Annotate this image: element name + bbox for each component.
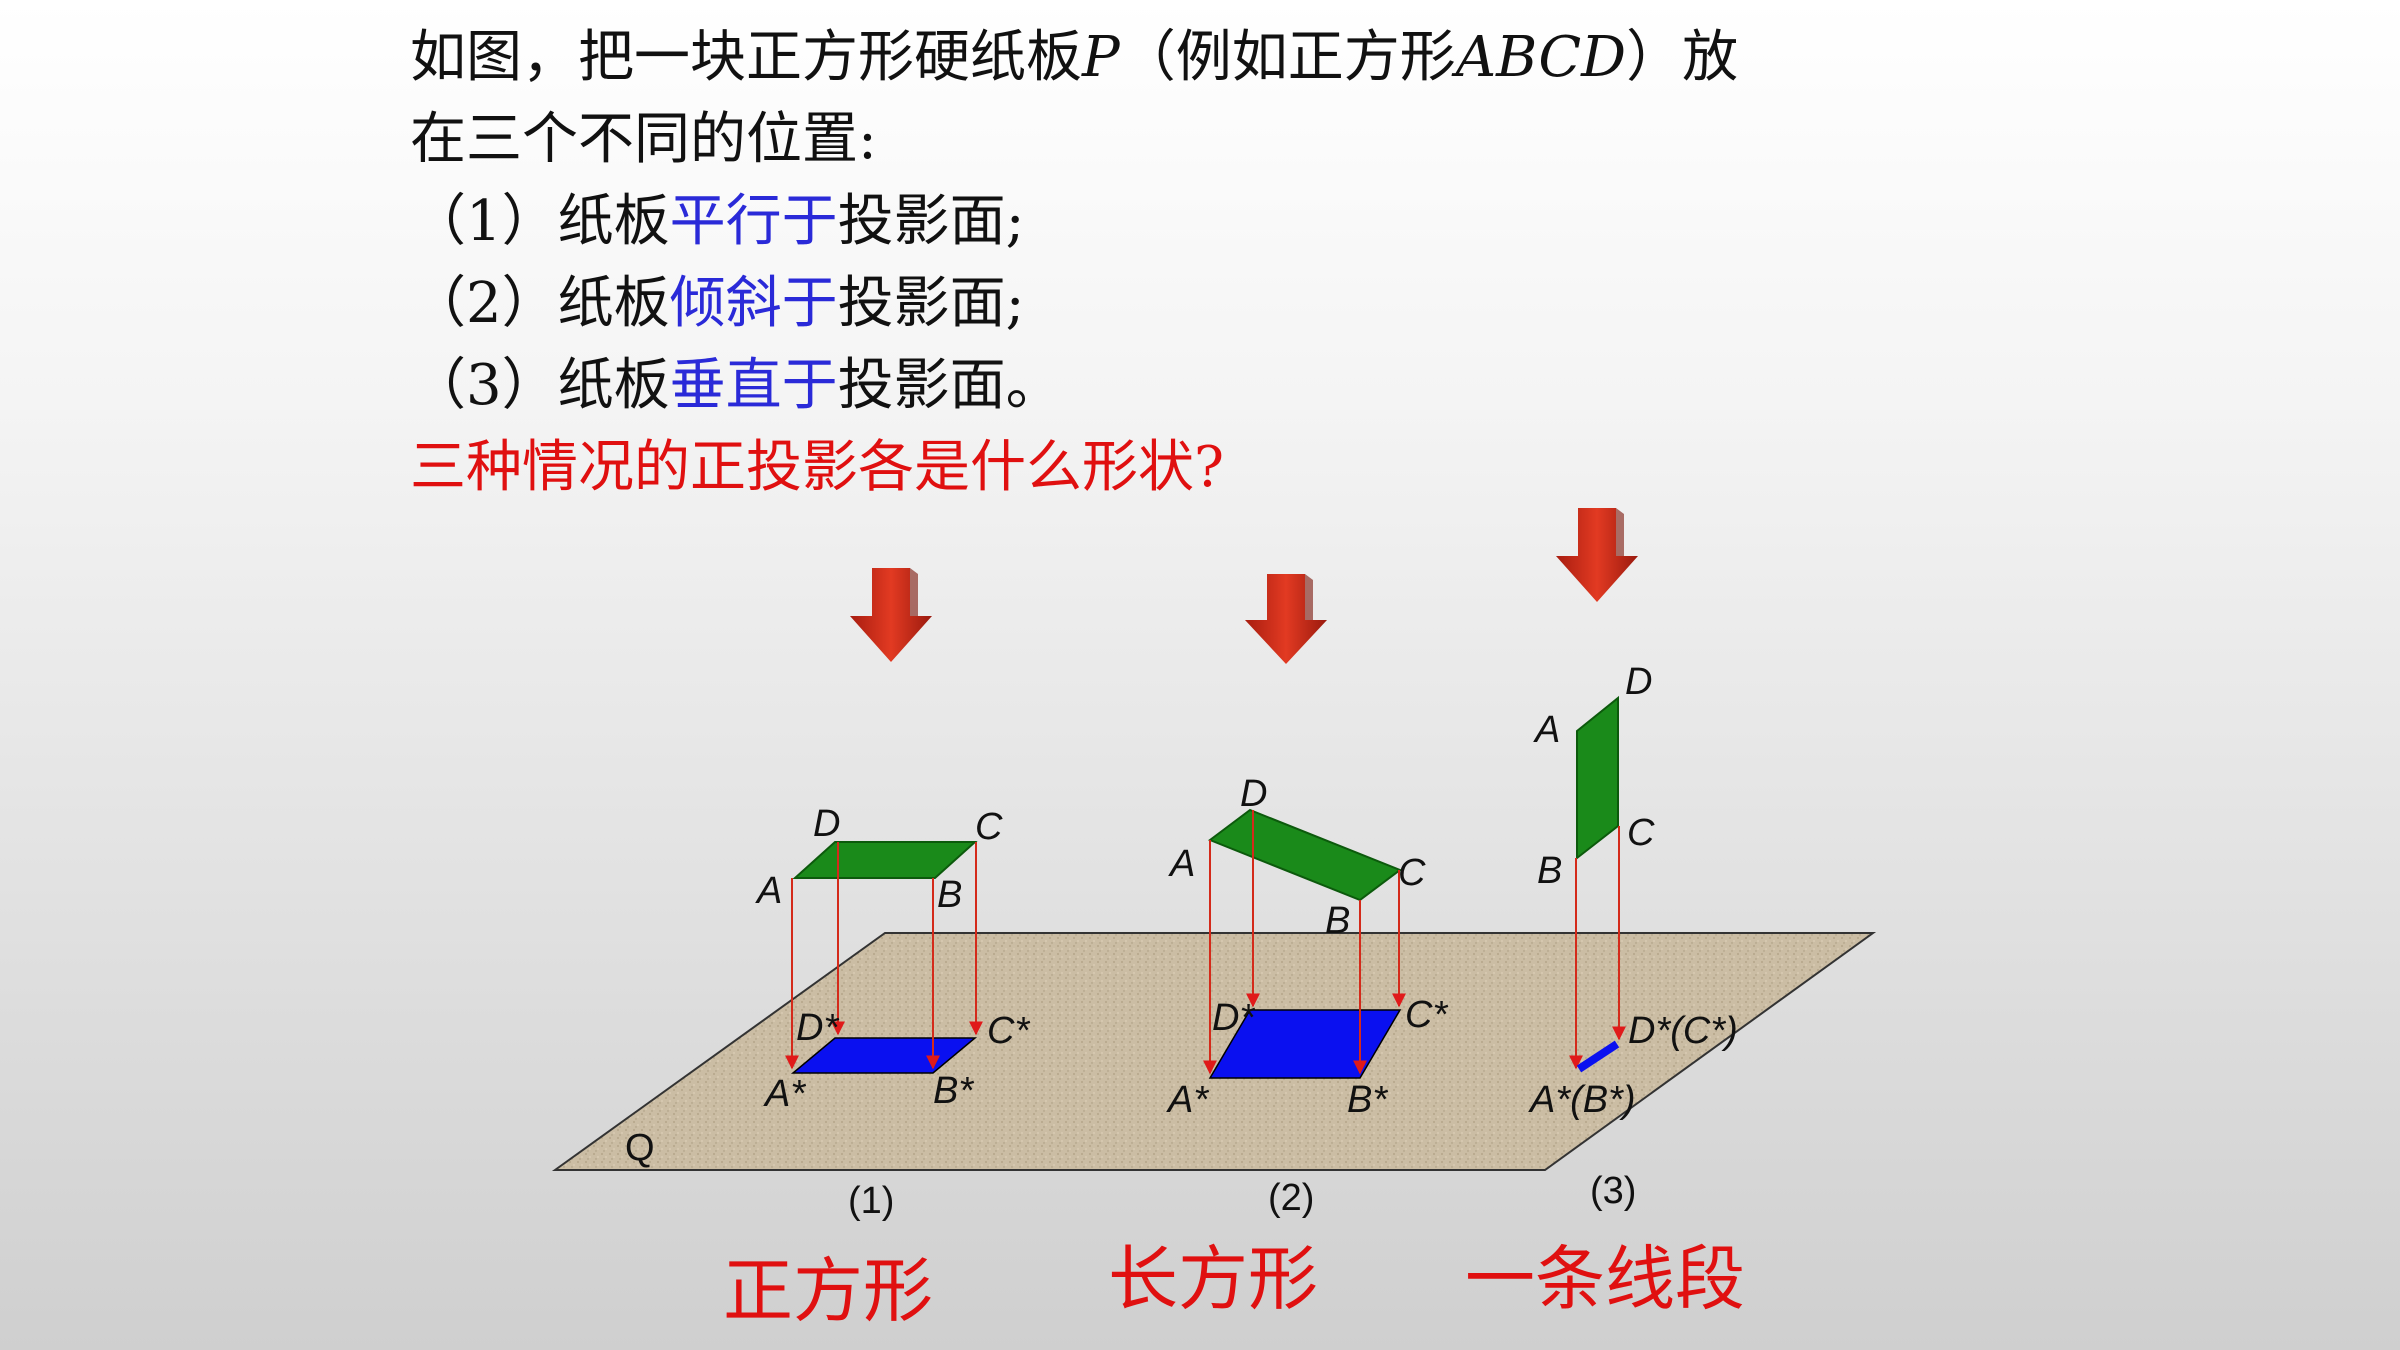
projection-plane	[551, 932, 1877, 1171]
case-2-suffix: 投影面;	[837, 271, 1025, 336]
label-b: B	[937, 874, 962, 916]
case-1-prefix: （1）纸板	[410, 189, 670, 254]
label-d: D	[813, 803, 840, 845]
intro-line-2: 在三个不同的位置:	[410, 107, 877, 172]
case-3: （3）纸板垂直于投影面。	[410, 346, 1062, 426]
case-3-prefix: （3）纸板	[410, 353, 670, 418]
case-3-suffix: 投影面。	[837, 353, 1062, 418]
case-2-prefix: （2）纸板	[410, 271, 670, 336]
label-c: C	[1627, 812, 1655, 854]
intro-text-c: ）放	[1626, 25, 1739, 90]
label-c: C	[975, 806, 1003, 848]
question-text: 三种情况的正投影各是什么形状?	[410, 435, 1225, 500]
down-arrow-icon	[850, 568, 932, 662]
intro-var-abcd: ABCD	[1455, 25, 1627, 90]
label-b-star: B*	[933, 1070, 974, 1112]
case-3-keyword: 垂直于	[669, 353, 838, 418]
label-b: B	[1537, 850, 1562, 892]
board-3	[1576, 695, 1619, 861]
label-a: A	[755, 870, 782, 912]
case-1-suffix: 投影面;	[837, 189, 1025, 254]
label-b-star: B*	[1347, 1079, 1388, 1121]
figure-number-2: (2)	[1268, 1177, 1314, 1219]
case-1: （1）纸板平行于投影面;	[410, 182, 1025, 262]
label-c: C	[1398, 852, 1426, 894]
case-2: （2）纸板倾斜于投影面;	[410, 264, 1025, 344]
answer-1: 正方形	[723, 1250, 933, 1332]
case-2-keyword: 倾斜于	[669, 271, 838, 336]
label-d-star: D*	[1212, 997, 1255, 1039]
label-d-star: D*	[796, 1007, 839, 1049]
case-1-keyword: 平行于	[669, 189, 838, 254]
down-arrow-icon	[1245, 574, 1327, 664]
label-d: D	[1240, 773, 1267, 815]
label-b: B	[1325, 900, 1350, 942]
figure-number-3: (3)	[1590, 1170, 1636, 1212]
shadow-2	[1208, 1009, 1402, 1079]
intro-text-b: （例如正方形	[1119, 25, 1456, 90]
intro-text-a: 如图，把一块正方形硬纸板	[410, 25, 1082, 90]
figure-1: A B C D D* C* A* B*	[755, 803, 1030, 1115]
intro-var-p: P	[1082, 25, 1120, 90]
answer-3: 一条线段	[1465, 1238, 1745, 1320]
figure-3: A D C B D*(C*) A*(B*)	[1528, 661, 1738, 1121]
label-a-star: A*	[763, 1073, 806, 1115]
figure-number-1: (1)	[848, 1180, 894, 1222]
label-a: A	[1533, 709, 1560, 751]
plane-label: Q	[625, 1127, 655, 1169]
label-dc-star: D*(C*)	[1628, 1010, 1738, 1052]
shadow-3	[1576, 1040, 1620, 1073]
label-c-star: C*	[987, 1010, 1030, 1052]
intro-line-1: 如图，把一块正方形硬纸板P（例如正方形ABCD）放	[410, 18, 1738, 98]
label-a: A	[1168, 843, 1195, 885]
board-2	[1207, 808, 1403, 902]
label-d: D	[1625, 661, 1652, 703]
answer-2: 长方形	[1108, 1238, 1318, 1320]
down-arrow-icon	[1556, 508, 1638, 602]
label-ab-star: A*(B*)	[1528, 1079, 1636, 1121]
label-c-star: C*	[1405, 994, 1448, 1036]
label-a-star: A*	[1166, 1079, 1209, 1121]
board-1	[792, 841, 978, 879]
figure-2: A B C D D* C* A* B*	[1166, 773, 1448, 1121]
